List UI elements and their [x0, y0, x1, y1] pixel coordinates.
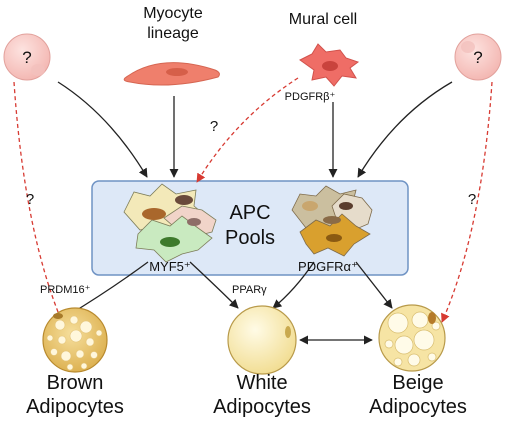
mural-cell — [299, 43, 360, 87]
dashed-unknown-left-to-brown — [13, 81, 64, 323]
arrow-unknown-left-to-myf5 — [57, 81, 148, 178]
myocyte-label-line2: lineage — [147, 25, 199, 42]
unknown-cell-left: ? — [3, 33, 51, 81]
myocyte-label-line1: Myocyte — [143, 5, 203, 22]
white-label-line2: Adipocytes — [213, 396, 311, 418]
black-arrows — [57, 81, 453, 345]
unknown-cell-right-mark: ? — [473, 48, 482, 67]
question-myocyte-mural: ? — [210, 118, 218, 135]
dashed-unknown-right-to-beige — [441, 81, 493, 323]
arrow-pdgfra-to-beige — [355, 261, 393, 309]
question-left-path: ? — [26, 191, 34, 208]
unknown-cell-left-mark: ? — [22, 48, 31, 67]
myf5-label: MYF5⁺ — [149, 259, 191, 274]
arrow-unknown-right-to-pdgfra — [357, 81, 453, 178]
myf5-cell-cluster — [123, 183, 217, 263]
beige-adipocyte — [378, 304, 446, 372]
apc-pools-title-line2: Pools — [225, 227, 275, 249]
beige-label-line2: Adipocytes — [369, 396, 467, 418]
ppar-gamma-label: PPARγ — [232, 284, 267, 296]
arrow-myf5-to-white — [189, 261, 239, 309]
pdgfra-label: PDGFRα⁺ — [298, 259, 358, 274]
pdgfrb-label: PDGFRβ⁺ — [285, 91, 336, 103]
dashed-mural-to-myf5 — [196, 77, 299, 183]
brown-label-line2: Adipocytes — [26, 396, 124, 418]
brown-label-line1: Brown — [47, 372, 104, 394]
beige-label-line1: Beige — [392, 372, 443, 394]
mural-label: Mural cell — [289, 11, 357, 28]
arrow-pdgfra-to-white — [272, 261, 315, 309]
apc-pools-title-line1: APC — [229, 202, 270, 224]
prdm16-label: PRDM16⁺ — [40, 284, 91, 296]
white-label-line1: White — [236, 372, 287, 394]
unknown-cell-right: ? — [454, 33, 502, 81]
red-dashed-arrows — [13, 77, 493, 323]
white-adipocyte — [227, 305, 297, 375]
question-right-path: ? — [468, 191, 476, 208]
pdgfra-cell-cluster — [291, 185, 373, 257]
brown-adipocyte — [42, 307, 108, 373]
myocyte-cell — [123, 62, 220, 86]
